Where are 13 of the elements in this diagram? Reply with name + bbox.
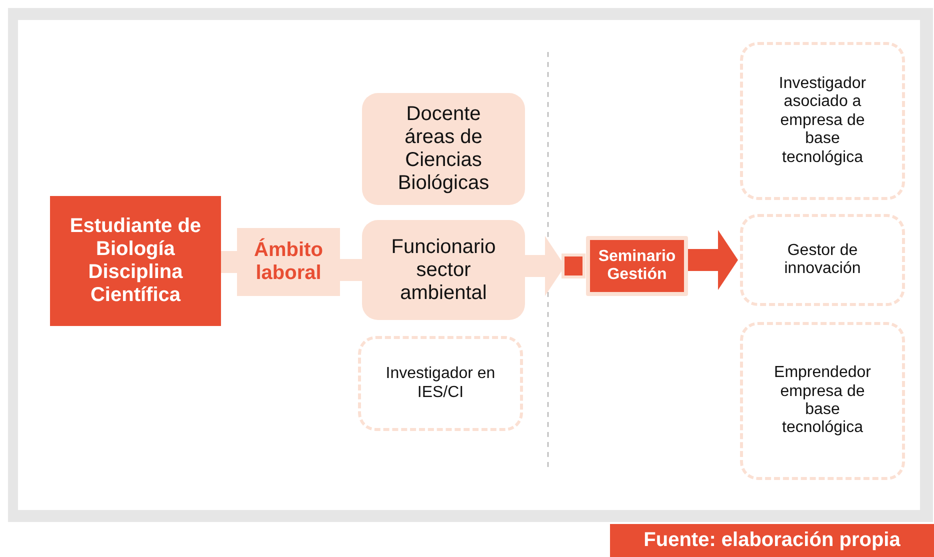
role-box: Investigador en IES/CI [358, 336, 523, 431]
role-box: Gestor de innovación [740, 214, 905, 306]
arrow [688, 230, 738, 290]
role-box: Funcionario sector ambiental [362, 220, 525, 320]
label-box: Ámbito laboral [237, 228, 340, 296]
caption: Fuente: elaboración propia [610, 524, 934, 557]
process-box: Seminario Gestión [586, 236, 688, 296]
connector-band [340, 259, 362, 281]
connector-band [221, 251, 237, 273]
role-box: Investigador asociado a empresa de base tecnológica [740, 42, 905, 200]
role-box: Emprendedor empresa de base tecnológica [740, 322, 905, 480]
role-box: Docente áreas de Ciencias Biológicas [362, 93, 525, 205]
process-box: Estudiante de Biología Disciplina Científica [50, 196, 221, 326]
